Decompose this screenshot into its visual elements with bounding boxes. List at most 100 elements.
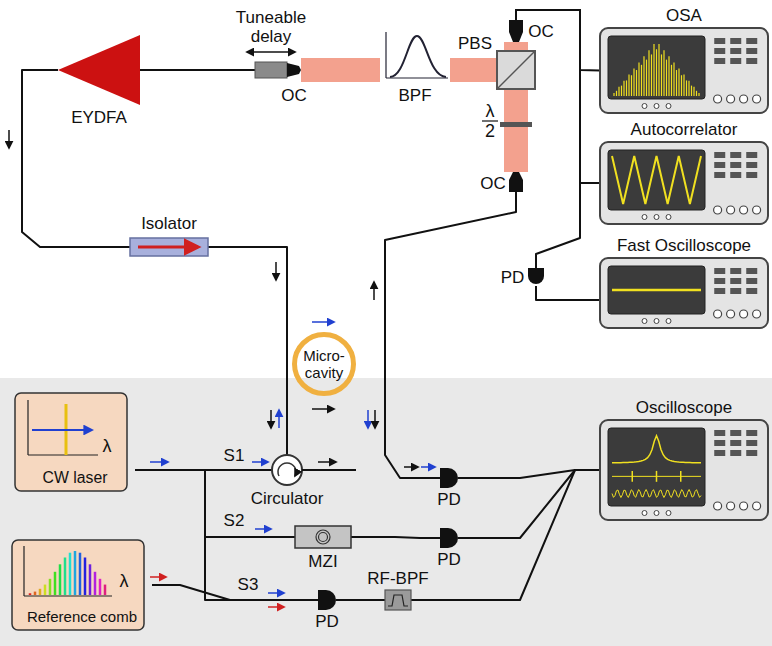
comb-line (79, 553, 82, 595)
optical-fiber (516, 10, 580, 268)
instrument-knob (654, 215, 659, 220)
component-label: PD (499, 268, 526, 287)
collimator: OC (287, 63, 301, 77)
trace (673, 62, 674, 96)
laser-beam (504, 42, 528, 51)
component-label: EYDFA (54, 108, 144, 127)
instrument-knob (714, 95, 722, 103)
instrument-screen (608, 266, 705, 314)
laser-beam (450, 58, 497, 82)
instrument-knob (753, 206, 761, 214)
photodiode: PD (318, 590, 336, 610)
component-label: OSA (600, 6, 768, 25)
symbol-label: λ (116, 572, 132, 590)
comb-line (94, 572, 97, 595)
trace (661, 54, 662, 96)
instrument-button (714, 58, 725, 64)
trace (681, 75, 682, 96)
fiber (302, 469, 356, 471)
component-label: OC (526, 22, 556, 41)
instrument-button (730, 440, 741, 446)
bpf-symbol (386, 32, 448, 78)
comb-line (84, 558, 87, 595)
trace (618, 87, 619, 96)
instrument-button (746, 48, 757, 54)
instrument-knob (727, 502, 735, 510)
trace (678, 69, 679, 97)
instrument-button (730, 268, 741, 274)
circulator-arrow (278, 463, 296, 476)
instrument-screen (608, 150, 705, 210)
optical-fiber (411, 470, 600, 600)
amplifier: EYDFA (58, 35, 140, 105)
trace (612, 156, 701, 204)
signal-label: S2 (220, 512, 248, 530)
component-label: Reference comb (12, 608, 152, 626)
instrument-button (730, 48, 741, 54)
symbol-label: λ (99, 437, 115, 455)
amplifier-triangle (58, 35, 140, 105)
trace (641, 65, 642, 96)
trace (656, 49, 657, 96)
instrument: Autocorrelator (600, 142, 768, 224)
instrument-knob (666, 511, 671, 516)
trace (616, 91, 617, 96)
trace (663, 50, 664, 96)
instrument-button (746, 58, 757, 64)
waveplate (500, 122, 532, 127)
component-label: BPF (395, 86, 435, 105)
instrument-button (730, 430, 741, 436)
instrument-button (730, 172, 741, 178)
comb-line (29, 593, 32, 595)
trace (612, 289, 701, 292)
trace (698, 93, 699, 96)
instrument-button (730, 38, 741, 44)
trace (668, 56, 669, 96)
comb-line (99, 579, 102, 595)
optical-fiber (336, 599, 385, 601)
cw-spectrum-icon (28, 400, 98, 455)
instrument-button (714, 278, 725, 284)
optical-fiber (140, 69, 255, 71)
instrument-body (600, 258, 768, 328)
instrument: Fast Oscilloscope (600, 258, 768, 328)
beam-splitter: PBS (497, 51, 535, 89)
isolator-body (130, 238, 208, 256)
comb-line (34, 592, 37, 595)
instrument-button (746, 268, 757, 274)
trace (693, 87, 694, 96)
instrument-knob (753, 502, 761, 510)
instrument-button (714, 48, 725, 54)
translation-arrow (247, 51, 295, 53)
instrument-knob (714, 502, 722, 510)
comb-line (69, 553, 72, 595)
laser-source: CW laser (15, 393, 135, 491)
instrument-button (746, 172, 757, 178)
symbol-label: 2 (482, 122, 498, 140)
instrument-button (730, 450, 741, 456)
isolator-arrow (138, 246, 198, 249)
ring-resonator (295, 335, 354, 394)
trace (631, 75, 632, 96)
instrument-button (746, 152, 757, 158)
instrument-button (746, 162, 757, 168)
trace (626, 80, 627, 96)
pbs-cube (497, 51, 535, 89)
instrument-knob (666, 319, 671, 324)
trace (621, 86, 622, 96)
laser-beam (504, 89, 528, 172)
laser-source: Reference comb (12, 540, 152, 630)
instrument-knob (654, 511, 659, 516)
collimator: OC (509, 172, 523, 192)
trace (612, 490, 701, 498)
signal-label: S3 (234, 576, 262, 594)
trace (638, 62, 639, 96)
component-label: Fast Oscilloscope (600, 236, 768, 255)
component-label: Circulator (242, 489, 332, 508)
fiber-coil (316, 530, 330, 544)
comb-line (64, 558, 67, 595)
component-label: CW laser (15, 468, 135, 487)
instrument-button (714, 288, 725, 294)
rf-filter (385, 590, 411, 610)
